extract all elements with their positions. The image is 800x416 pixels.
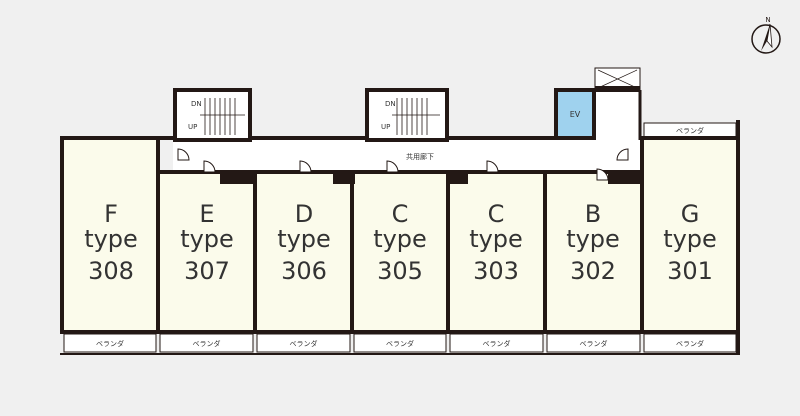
unit-type-308: type [84,225,138,253]
unit-room-306 [253,170,354,334]
unit-letter-308: F [104,200,118,228]
unit-type-305: type [373,225,427,253]
unit-letter-303: C [488,200,505,228]
unit-type-302: type [566,225,620,253]
unit-number-301: 301 [667,257,713,285]
unit-number-302: 302 [570,257,616,285]
unit-number-303: 303 [473,257,519,285]
stair-box-1: DN UP [173,88,252,142]
unit-letter-302: B [585,200,601,228]
north-arrow-icon: N [751,16,781,54]
balcony-label-308: ベランダ [96,339,124,348]
unit-room-308 [60,136,160,334]
unit-letter-307: E [199,200,214,228]
balcony-label-306: ベランダ [290,339,318,348]
balcony-label-305: ベランダ [386,339,414,348]
unit-letter-305: C [392,200,409,228]
unit-number-306: 306 [281,257,327,285]
unit-number-307: 307 [184,257,230,285]
unit-room-303 [446,170,547,334]
corridor-label: 共用廊下 [406,152,434,161]
unit-type-307: type [180,225,234,253]
door-swing-6 [616,148,629,161]
stair-up-label: UP [188,123,197,131]
balcony-label-301: ベランダ [676,339,704,348]
top-balcony: ベランダ [643,122,737,138]
balcony-label-307: ベランダ [193,339,221,348]
door-swing-3 [386,160,399,173]
balcony-label-302: ベランダ [580,339,608,348]
unit-type-301: type [663,225,717,253]
balcony-label-303: ベランダ [483,339,511,348]
unit-number-308: 308 [88,257,134,285]
elevator: EV [554,88,596,140]
unit-number-305: 305 [377,257,423,285]
door-swing-0 [177,148,190,161]
door-swing-5 [596,168,609,181]
unit-letter-301: G [681,200,700,228]
stair-dn-label: DN [191,100,202,108]
door-swing-2 [299,160,312,173]
stair-dn-label: DN [385,100,396,108]
unit-type-306: type [277,225,331,253]
corridor [173,140,640,175]
door-swing-1 [203,160,216,173]
door-swing-4 [486,160,499,173]
top-balcony-label: ベランダ [676,126,704,135]
compass-label: N [765,16,770,24]
equipment-box [594,67,641,92]
unit-letter-306: D [295,200,313,228]
elevator-label: EV [570,110,581,119]
unit-room-302 [543,170,644,334]
stair-box-2: DN UP [365,88,449,142]
stair-up-label: UP [381,123,390,131]
unit-type-303: type [469,225,523,253]
